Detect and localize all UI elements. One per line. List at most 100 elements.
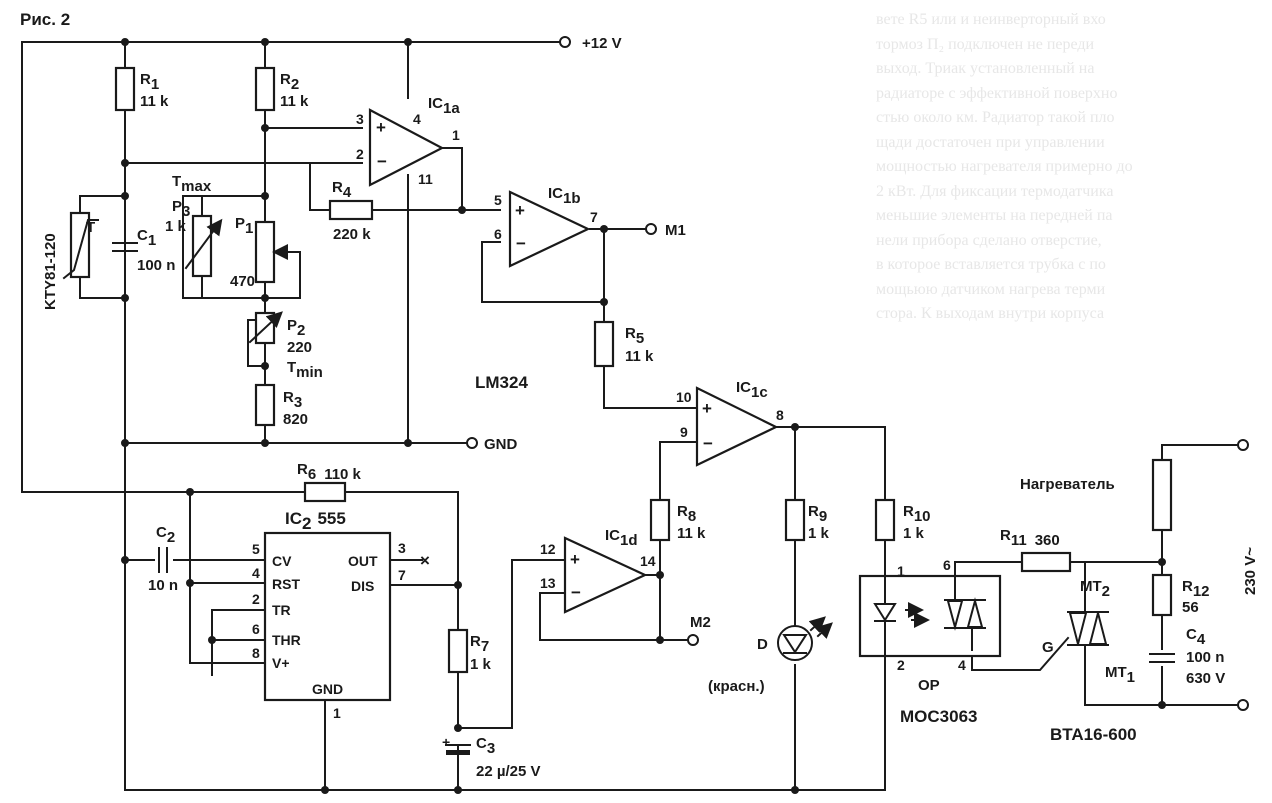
svg-text:IC1a: IC1a [428,95,460,117]
opamp-ic1a: +− 3 2 1 4 11 IC1a [356,95,460,187]
c2-value: 10 n [148,577,178,594]
r10-value: 1 k [903,525,925,542]
svg-text:CV: CV [272,553,292,569]
svg-text:C2: C2 [156,524,175,546]
svg-text:11: 11 [418,171,433,187]
wires [21,41,1239,791]
svg-text:DIS: DIS [351,578,374,594]
mains-terminal-bottom [1237,699,1249,711]
thermistor-part: KTY81-120 [42,233,59,310]
svg-text:+: + [376,118,386,137]
opto-part: MOC3063 [900,707,977,726]
bg-line: тормоз П₂ подключен не переди [876,35,1095,53]
svg-text:MT2: MT2 [1080,578,1110,600]
svg-text:R9: R9 [808,503,827,525]
c4-value: 100 n [1186,649,1224,666]
resistor-r4: R4 220 k [328,179,374,243]
svg-text:IC1b: IC1b [548,185,581,207]
triac-bta16: MT2 MT1 G BTA16-600 [1042,578,1137,744]
svg-text:R8: R8 [677,503,696,525]
bg-line: радиаторе с эффективной поверхно [876,84,1118,102]
svg-text:Tmin: Tmin [287,359,323,381]
opamp-ic-label: LM324 [475,373,528,392]
capacitor-c3: + C3 22 µ/25 V [442,734,541,780]
bg-line: 2 кВт. Для фиксации термодатчика [876,182,1114,200]
vplus-label: +12 V [582,35,622,52]
potentiometer-p3: Tmax P3 1 k [165,173,223,278]
svg-text:R2: R2 [280,71,299,93]
capacitor-c1: C1 100 n [112,227,175,274]
potentiometer-p2: P2 220 Tmin [248,311,323,381]
svg-text:13: 13 [540,575,556,591]
resistor-r3: R3 820 [254,383,308,428]
svg-text:2: 2 [356,146,364,162]
capacitor-c2: C2 10 n [148,524,178,594]
svg-text:3: 3 [398,540,406,556]
c1-value: 100 n [137,257,175,274]
svg-text:MT1: MT1 [1105,664,1135,686]
thermistor-kty81: T KTY81-120 [42,211,99,310]
bg-line: вете R5 или и неинверторный вхо [876,11,1106,28]
resistor-r1: R1 11 k [114,66,169,112]
svg-text:5: 5 [494,192,502,208]
svg-text:THR: THR [272,632,301,648]
r7-value: 1 k [470,656,492,673]
r3-value: 820 [283,411,308,428]
opamp-ic1c: +− 10 9 8 IC1c [676,379,784,467]
r8-value: 11 k [677,525,706,542]
resistor-r2: R2 11 k [254,66,309,112]
svg-text:10: 10 [676,389,692,405]
resistor-r7: R7 1 k [447,628,492,674]
m2-label: M2 [690,614,711,631]
bg-line: мощностью нагревателя примерно до [876,158,1133,175]
svg-text:R4: R4 [332,179,352,201]
thermistor-symbol: T [86,219,95,236]
resistor-r12: R12 56 [1151,573,1210,617]
c3-value: 22 µ/25 V [476,763,541,780]
svg-text:3: 3 [356,111,364,127]
svg-text:−: − [516,234,526,253]
out-no-connect: × [420,551,430,570]
m1-label: M1 [665,222,686,239]
triac-part: BTA16-600 [1050,725,1137,744]
led-d: D (красн.) [708,616,833,695]
svg-text:V+: V+ [272,655,290,671]
svg-text:IC1d: IC1d [605,527,638,549]
svg-text:1: 1 [897,563,905,579]
svg-text:P2: P2 [287,317,305,339]
r5-value: 11 k [625,348,654,365]
svg-text:RST: RST [272,576,300,592]
svg-text:R10: R10 [903,503,931,525]
svg-text:6: 6 [494,226,502,242]
svg-text:OUT: OUT [348,553,378,569]
svg-text:2: 2 [252,591,260,607]
bg-line: стью около км. Радиатор такой пло [876,109,1115,126]
background-page-text: вете R5 или и неинверторный вхо тормоз П… [876,8,1266,327]
svg-text:8: 8 [252,645,260,661]
optocoupler-moc3063: 1 2 6 4 OP MOC3063 [858,557,1002,726]
svg-text:14: 14 [640,553,656,569]
svg-text:5: 5 [252,541,260,557]
svg-text:P3: P3 [172,198,190,220]
svg-text:−: − [571,583,581,602]
svg-text:6: 6 [943,557,951,573]
svg-text:1: 1 [333,705,341,721]
svg-text:+: + [570,550,580,569]
svg-text:GND: GND [312,681,343,697]
bg-line: щади достаточен при управлении [876,133,1105,151]
gnd-terminal [466,437,478,449]
svg-text:R12: R12 [1182,578,1210,600]
c4-voltage: 630 V [1186,670,1225,687]
svg-text:+: + [515,201,525,220]
p3-value: 1 k [165,218,187,235]
mains-terminal-top [1237,439,1249,451]
svg-text:7: 7 [398,567,406,583]
svg-text:9: 9 [680,424,688,440]
junction-dots [121,38,1166,794]
resistor-r5: R5 11 k [593,320,654,368]
svg-text:Tmax: Tmax [172,173,212,195]
svg-text:P1: P1 [235,215,253,237]
